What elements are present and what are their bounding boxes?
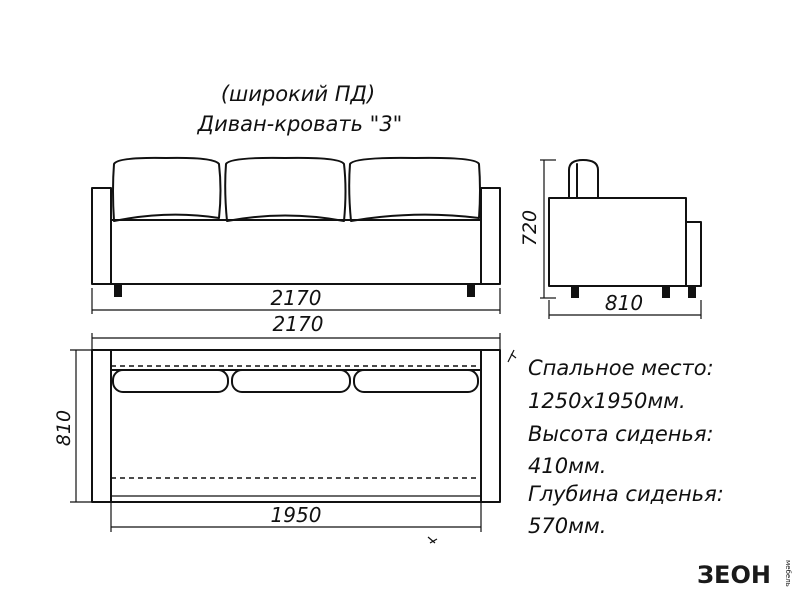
brand-name: ЗЕОН bbox=[697, 561, 771, 589]
title-line-1: (широкий ПД) bbox=[221, 82, 375, 106]
side-view: 720 810 bbox=[519, 159, 702, 319]
spec-line-4: 410мм. bbox=[528, 454, 606, 478]
side-depth-label: 810 bbox=[605, 291, 643, 315]
spec-line-6: 570мм. bbox=[528, 514, 606, 538]
title-line-2: Диван-кровать "3" bbox=[197, 112, 403, 136]
side-leg-back bbox=[571, 286, 579, 298]
plan-outline bbox=[91, 349, 501, 503]
side-leg-extra bbox=[688, 286, 696, 298]
side-front-piece bbox=[685, 221, 702, 287]
front-width-label: 2170 bbox=[271, 286, 322, 310]
front-cushion-center bbox=[224, 156, 347, 222]
front-leg-right bbox=[467, 284, 475, 297]
front-cushion-left bbox=[112, 156, 222, 222]
specs-block: Спальное место: 1250x1950мм. Высота сиде… bbox=[528, 356, 724, 538]
side-backrest bbox=[568, 159, 599, 199]
plan-cushion-center bbox=[231, 369, 351, 393]
front-base bbox=[110, 219, 482, 285]
plan-cushion-left bbox=[112, 369, 229, 393]
plan-depth-label: 810 bbox=[53, 410, 75, 446]
plan-width-label: 2170 bbox=[273, 312, 324, 336]
side-leg-front bbox=[662, 286, 670, 298]
plan-cushion-right bbox=[353, 369, 479, 393]
spec-line-3: Высота сиденья: bbox=[528, 422, 714, 446]
brand-tag: мебель bbox=[784, 560, 792, 587]
front-right-arm bbox=[480, 187, 501, 285]
spec-line-5: Глубина сиденья: bbox=[528, 482, 724, 506]
sleep-width-label: 1950 bbox=[271, 503, 322, 527]
spec-line-2: 1250x1950мм. bbox=[528, 389, 686, 413]
front-view: 2170 bbox=[91, 156, 501, 314]
brand-logo: ЗЕОН мебель bbox=[697, 560, 792, 589]
side-height-label: 720 bbox=[519, 210, 541, 246]
side-body bbox=[548, 197, 687, 287]
front-left-arm bbox=[91, 187, 112, 285]
front-leg-left bbox=[114, 284, 122, 297]
front-cushion-right bbox=[348, 156, 481, 222]
spec-line-1: Спальное место: bbox=[528, 356, 714, 380]
plan-view: 2170 810 1950 bbox=[53, 312, 517, 544]
